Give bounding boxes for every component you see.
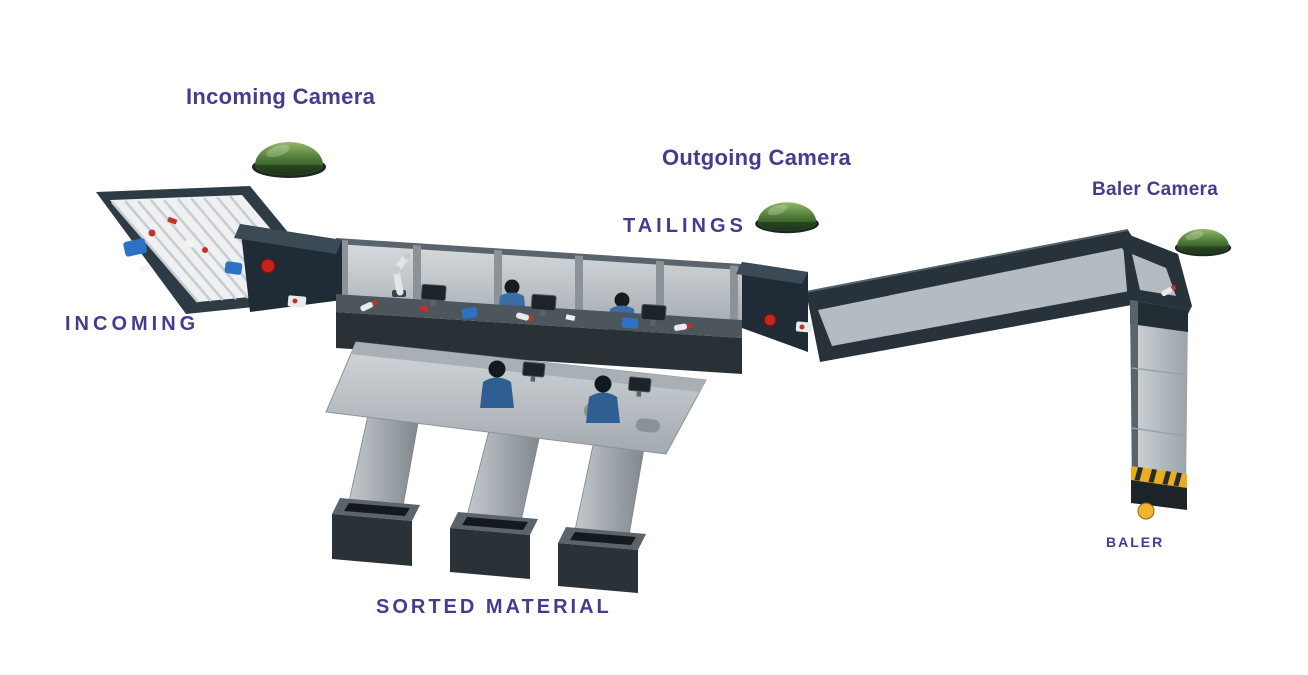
emergency-stop-button <box>763 313 777 327</box>
sorted-material-chutes <box>332 405 647 593</box>
baler-camera-label: Baler Camera <box>1092 179 1219 200</box>
baler-camera-icon <box>1174 228 1232 257</box>
baler-machine <box>1130 300 1188 520</box>
incoming-camera-label: Incoming Camera <box>186 84 376 109</box>
chute <box>332 405 421 566</box>
belt-end-sensors <box>287 295 813 333</box>
belt-material-items <box>359 299 692 332</box>
sorting-workers-front <box>480 360 652 423</box>
outgoing-camera-icon <box>755 202 819 234</box>
outfeed-end-block <box>736 262 808 352</box>
tailings-label: TAILINGS <box>623 215 747 237</box>
outgoing-camera-label: Outgoing Camera <box>662 145 852 170</box>
infeed-hood <box>234 224 342 312</box>
incoming-camera-icon <box>252 142 326 178</box>
chute <box>450 418 543 579</box>
sorting-belt <box>287 283 813 374</box>
emergency-stop-button <box>260 258 276 274</box>
baler-label: BALER <box>1106 534 1165 550</box>
baler-hazard-stripe <box>1131 466 1187 488</box>
chute <box>558 430 647 593</box>
incoming-material-items <box>123 216 243 275</box>
worker <box>586 375 620 423</box>
sorted-material-label: SORTED MATERIAL <box>376 596 612 618</box>
worker <box>480 360 514 408</box>
incoming-label: INCOMING <box>65 313 200 335</box>
baler-knob <box>1137 502 1155 520</box>
outfeed-conveyor <box>805 229 1192 362</box>
